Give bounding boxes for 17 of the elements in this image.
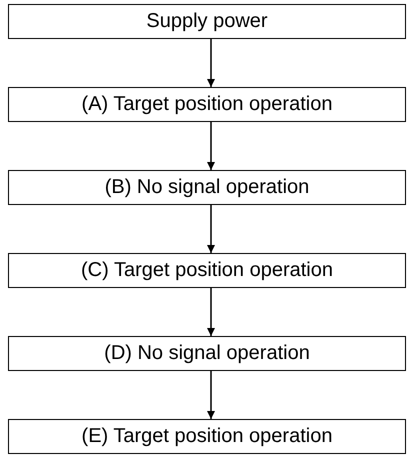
arrow [207, 122, 215, 170]
arrow [207, 288, 215, 336]
step-label: (A) Target position operation [82, 93, 332, 116]
arrow [207, 205, 215, 253]
step-label: (C) Target position operation [81, 259, 333, 282]
process-box [8, 87, 406, 122]
step-label: (B) No signal operation [104, 176, 310, 199]
process-box [8, 336, 406, 371]
step-label: (E) Target position operation [82, 425, 332, 448]
step-label: Supply power [146, 10, 268, 33]
process-box [8, 170, 406, 205]
arrow [207, 371, 215, 419]
step-label: (D) No signal operation [104, 342, 310, 365]
process-box [8, 419, 406, 454]
process-box [8, 253, 406, 288]
process-box [8, 4, 406, 39]
arrow [207, 39, 215, 87]
